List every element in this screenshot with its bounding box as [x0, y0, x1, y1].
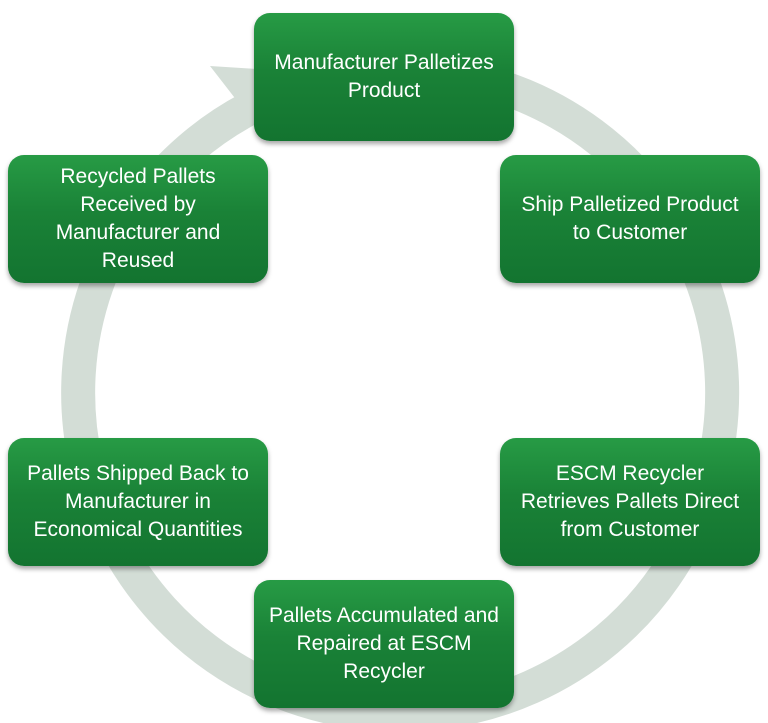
- step-recycled-pallets-reused: Recycled Pallets Received by Manufacture…: [8, 155, 268, 283]
- step-label: ESCM Recycler Retrieves Pallets Direct f…: [520, 462, 740, 541]
- step-pallets-accumulated-repaired: Pallets Accumulated and Repaired at ESCM…: [254, 580, 514, 708]
- step-ship-to-customer: Ship Palletized Product to Customer: [500, 155, 760, 283]
- step-label: Pallets Accumulated and Repaired at ESCM…: [269, 604, 499, 683]
- step-label: Recycled Pallets Received by Manufacture…: [55, 165, 221, 272]
- step-manufacturer-palletizes-product: Manufacturer Palletizes Product: [254, 13, 514, 141]
- step-label: Manufacturer Palletizes Product: [274, 51, 494, 102]
- cycle-ring-arc: [61, 53, 740, 723]
- step-recycler-retrieves-pallets: ESCM Recycler Retrieves Pallets Direct f…: [500, 438, 760, 566]
- step-label: Pallets Shipped Back to Manufacturer in …: [27, 462, 249, 541]
- step-label: Ship Palletized Product to Customer: [521, 193, 739, 244]
- step-pallets-shipped-back: Pallets Shipped Back to Manufacturer in …: [8, 438, 268, 566]
